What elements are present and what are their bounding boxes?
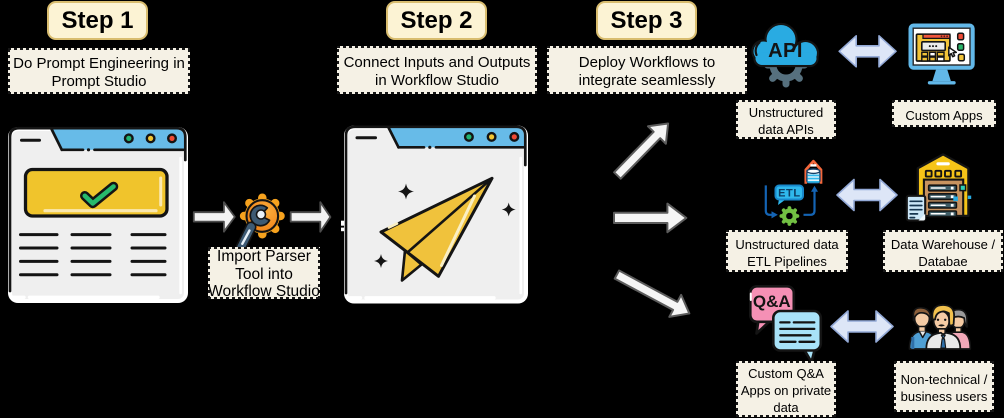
svg-text:Q&A: Q&A [753, 292, 791, 311]
svg-text:ETL: ETL [778, 188, 801, 200]
svg-text:API: API [768, 40, 803, 62]
